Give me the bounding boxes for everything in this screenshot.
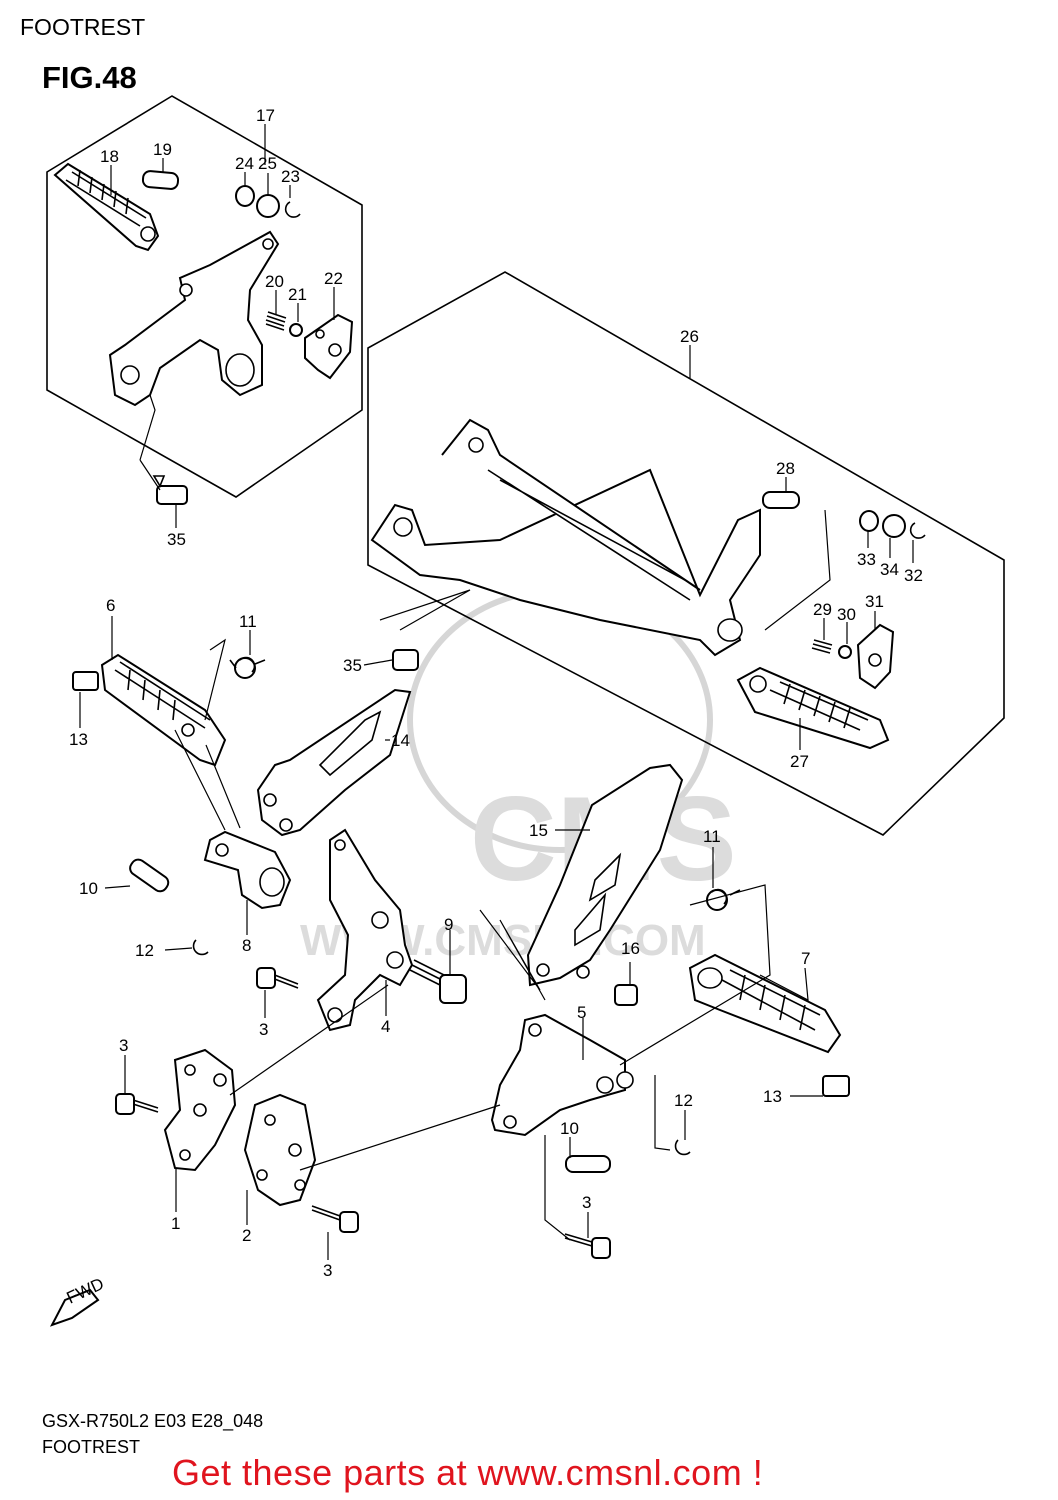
section-title: FOOTREST xyxy=(20,14,146,40)
pin-10-left xyxy=(129,858,170,893)
callout-15: 15 xyxy=(529,821,548,840)
plate-2 xyxy=(243,1093,317,1207)
callout-2: 2 xyxy=(242,1226,251,1245)
callout-14: 14 xyxy=(391,731,410,750)
spring-11-left xyxy=(229,656,266,679)
group-box-26 xyxy=(367,271,1005,836)
bracket-26 xyxy=(370,418,761,657)
footrest-bracket-15 xyxy=(526,763,684,987)
plate-22 xyxy=(304,313,354,380)
callout-22: 22 xyxy=(324,269,343,288)
spring-20-ball-21 xyxy=(265,311,303,337)
footer-section-title: FOOTREST xyxy=(42,1437,140,1457)
callout-31: 31 xyxy=(865,592,884,611)
callout-27: 27 xyxy=(790,752,809,771)
callout-3-mid: 3 xyxy=(259,1020,268,1039)
callout-9: 9 xyxy=(444,915,453,934)
callout-32: 32 xyxy=(904,566,923,585)
washers-32-33-34 xyxy=(859,510,926,539)
bolt-3-left xyxy=(115,1093,159,1115)
callout-8: 8 xyxy=(242,936,251,955)
pin-10-right xyxy=(565,1155,611,1173)
bracket-5 xyxy=(490,1013,634,1137)
callout-10-right: 10 xyxy=(560,1119,579,1138)
callout-19: 19 xyxy=(153,140,172,159)
bolt-3-bottom-left xyxy=(311,1205,359,1233)
bolt-3-bottom-right xyxy=(564,1233,611,1259)
bolt-13-right xyxy=(822,1075,850,1097)
callouts: 17 18 19 24 25 23 20 21 22 35 26 28 33 3… xyxy=(69,106,923,1280)
pin-28 xyxy=(762,491,800,509)
leader-lines xyxy=(79,124,914,1260)
spring-29-ball-30 xyxy=(811,639,852,659)
callout-21: 21 xyxy=(288,285,307,304)
clip-12-right xyxy=(674,1139,691,1156)
model-code: GSX-R750L2 E03 E28_048 xyxy=(42,1411,264,1431)
callout-5: 5 xyxy=(577,1003,586,1022)
footrest-peg-7 xyxy=(688,953,842,1054)
callout-7: 7 xyxy=(801,949,810,968)
pivot-8 xyxy=(203,830,292,910)
callout-33: 33 xyxy=(857,550,876,569)
bolt-35-lower xyxy=(392,649,419,671)
callout-3-left: 3 xyxy=(119,1036,128,1055)
callout-29: 29 xyxy=(813,600,832,619)
callout-24: 24 xyxy=(235,154,254,173)
bracket-4 xyxy=(316,828,414,1032)
callout-4: 4 xyxy=(381,1017,390,1036)
callout-13-right: 13 xyxy=(763,1087,782,1106)
footrest-peg-6 xyxy=(100,653,227,767)
callout-26: 26 xyxy=(680,327,699,346)
forward-direction-icon: FWD xyxy=(49,1274,107,1327)
callout-17: 17 xyxy=(256,106,275,125)
callout-3-bottom-right: 3 xyxy=(582,1193,591,1212)
callout-10-left: 10 xyxy=(79,879,98,898)
callout-16: 16 xyxy=(621,939,640,958)
plate-1 xyxy=(163,1048,237,1172)
callout-23: 23 xyxy=(281,167,300,186)
footrest-peg-18 xyxy=(53,162,160,252)
washers-23-24-25 xyxy=(235,185,301,218)
callout-28: 28 xyxy=(776,459,795,478)
bracket-17 xyxy=(108,230,280,407)
callout-20: 20 xyxy=(265,272,284,291)
callout-12-right: 12 xyxy=(674,1091,693,1110)
pin-19 xyxy=(141,170,180,190)
plate-31 xyxy=(856,623,895,690)
callout-11-right: 11 xyxy=(703,827,721,846)
callout-35-upper: 35 xyxy=(167,530,186,549)
callout-13-left: 13 xyxy=(69,730,88,749)
bolt-16 xyxy=(614,984,638,1006)
bolt-9 xyxy=(409,959,467,1004)
group-box-17 xyxy=(46,95,363,498)
bolt-13-left xyxy=(72,671,99,691)
clip-12-left xyxy=(192,939,209,956)
callout-11-left: 11 xyxy=(239,612,257,631)
bolt-35-upper xyxy=(152,475,188,505)
callout-34: 34 xyxy=(880,560,899,579)
callout-6: 6 xyxy=(106,596,115,615)
callout-18: 18 xyxy=(100,147,119,166)
callout-3-bottom-left: 3 xyxy=(323,1261,332,1280)
parts-link-banner[interactable]: Get these parts at www.cmsnl.com ! xyxy=(172,1452,764,1493)
callout-25: 25 xyxy=(258,154,277,173)
bolt-3-mid xyxy=(256,967,299,989)
callout-30: 30 xyxy=(837,605,856,624)
footrest-peg-27 xyxy=(736,666,890,750)
callout-35-lower: 35 xyxy=(343,656,362,675)
callout-12-left: 12 xyxy=(135,941,154,960)
footrest-bracket-14 xyxy=(256,688,412,837)
callout-1: 1 xyxy=(171,1214,180,1233)
figure-label: FIG.48 xyxy=(42,60,137,95)
